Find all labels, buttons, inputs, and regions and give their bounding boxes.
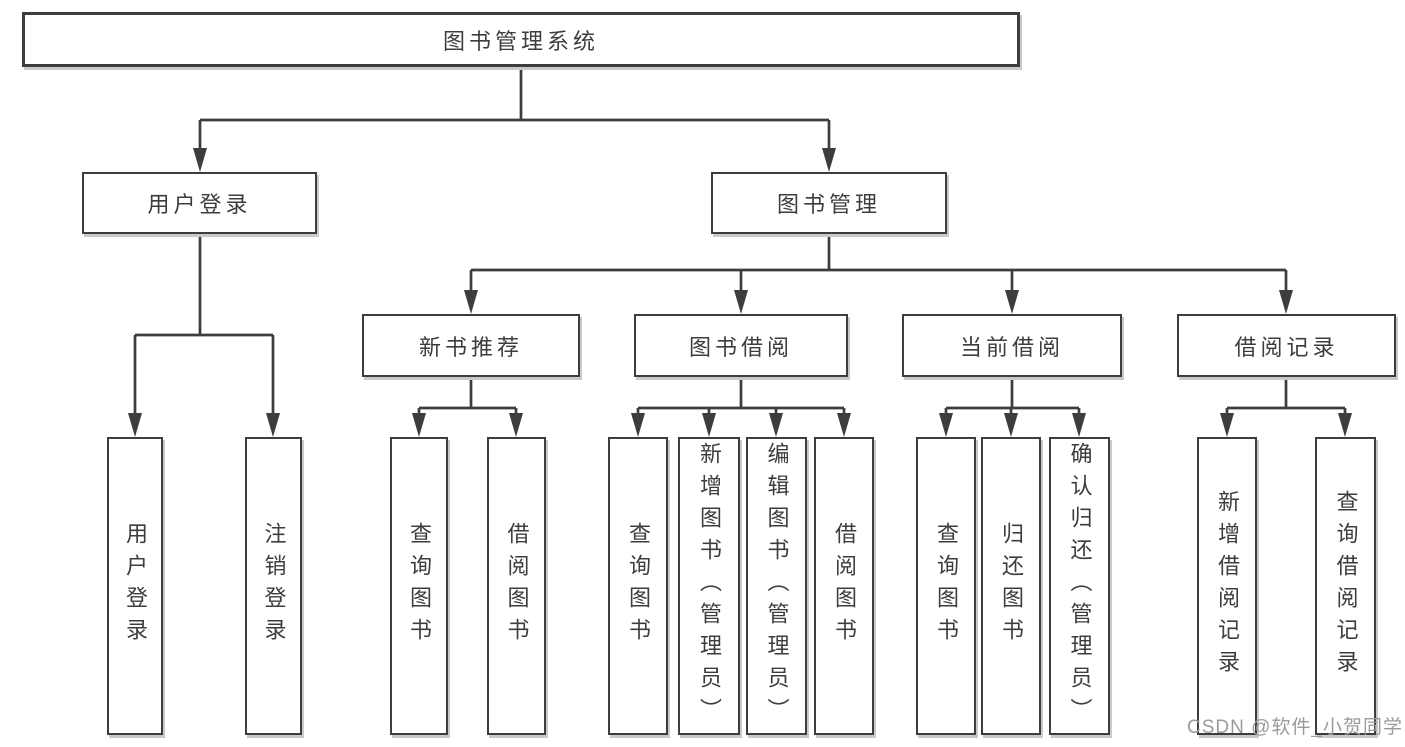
leaf-query-borrow-record: 查询借阅记录 [1315,437,1376,735]
arrowhead [412,413,426,437]
arrowhead [1005,290,1019,314]
leaf-add-book-admin: 新增图书（管理员） [678,437,740,735]
leaf-user-login: 用户登录 [107,437,163,735]
arrowhead [734,290,748,314]
connector-bookmgmt-to-level3 [469,234,1288,295]
arrowhead [837,413,851,437]
node-book-management: 图书管理 [711,172,947,234]
leaf-query-books-current: 查询图书 [916,437,976,735]
leaf-borrow-books-borrowing: 借阅图书 [814,437,874,735]
arrowhead [193,148,207,172]
arrowhead [1220,413,1234,437]
arrowhead [939,413,953,437]
connector-root-to-level2 [198,67,831,153]
leaf-edit-book-admin: 编辑图书（管理员） [746,437,807,735]
node-new-book-recommendation: 新书推荐 [362,314,580,377]
node-current-borrowing: 当前借阅 [902,314,1122,377]
arrowhead [631,413,645,437]
leaf-logout: 注销登录 [245,437,302,735]
node-user-login: 用户登录 [82,172,317,234]
arrowhead [1279,290,1293,314]
arrowhead [1072,413,1086,437]
leaf-add-borrow-record: 新增借阅记录 [1197,437,1257,735]
arrowhead [266,413,280,437]
arrowhead [769,413,783,437]
arrowhead [128,413,142,437]
connector-userlogin-to-leaves [133,234,275,418]
arrowhead [464,290,478,314]
leaf-return-books: 归还图书 [981,437,1041,735]
leaf-borrow-books-recommend: 借阅图书 [487,437,546,735]
connector-currentborrow-to-leaves [944,377,1081,418]
leaf-query-books-borrowing: 查询图书 [608,437,668,735]
arrowhead [822,148,836,172]
connector-bookborrow-to-leaves [636,377,846,418]
arrowhead [509,413,523,437]
arrowhead [702,413,716,437]
arrowhead [1338,413,1352,437]
node-library-system: 图书管理系统 [22,12,1020,67]
node-borrowing-records: 借阅记录 [1177,314,1396,377]
connector-borrowrec-to-leaves [1225,377,1347,418]
leaf-query-books-recommend: 查询图书 [390,437,448,735]
node-book-borrowing: 图书借阅 [634,314,848,377]
leaf-confirm-return-admin: 确认归还（管理员） [1049,437,1110,735]
connector-newbook-to-leaves [417,377,518,418]
watermark: CSDN @软件_小贺同学 [1187,717,1403,738]
arrowhead [1004,413,1018,437]
